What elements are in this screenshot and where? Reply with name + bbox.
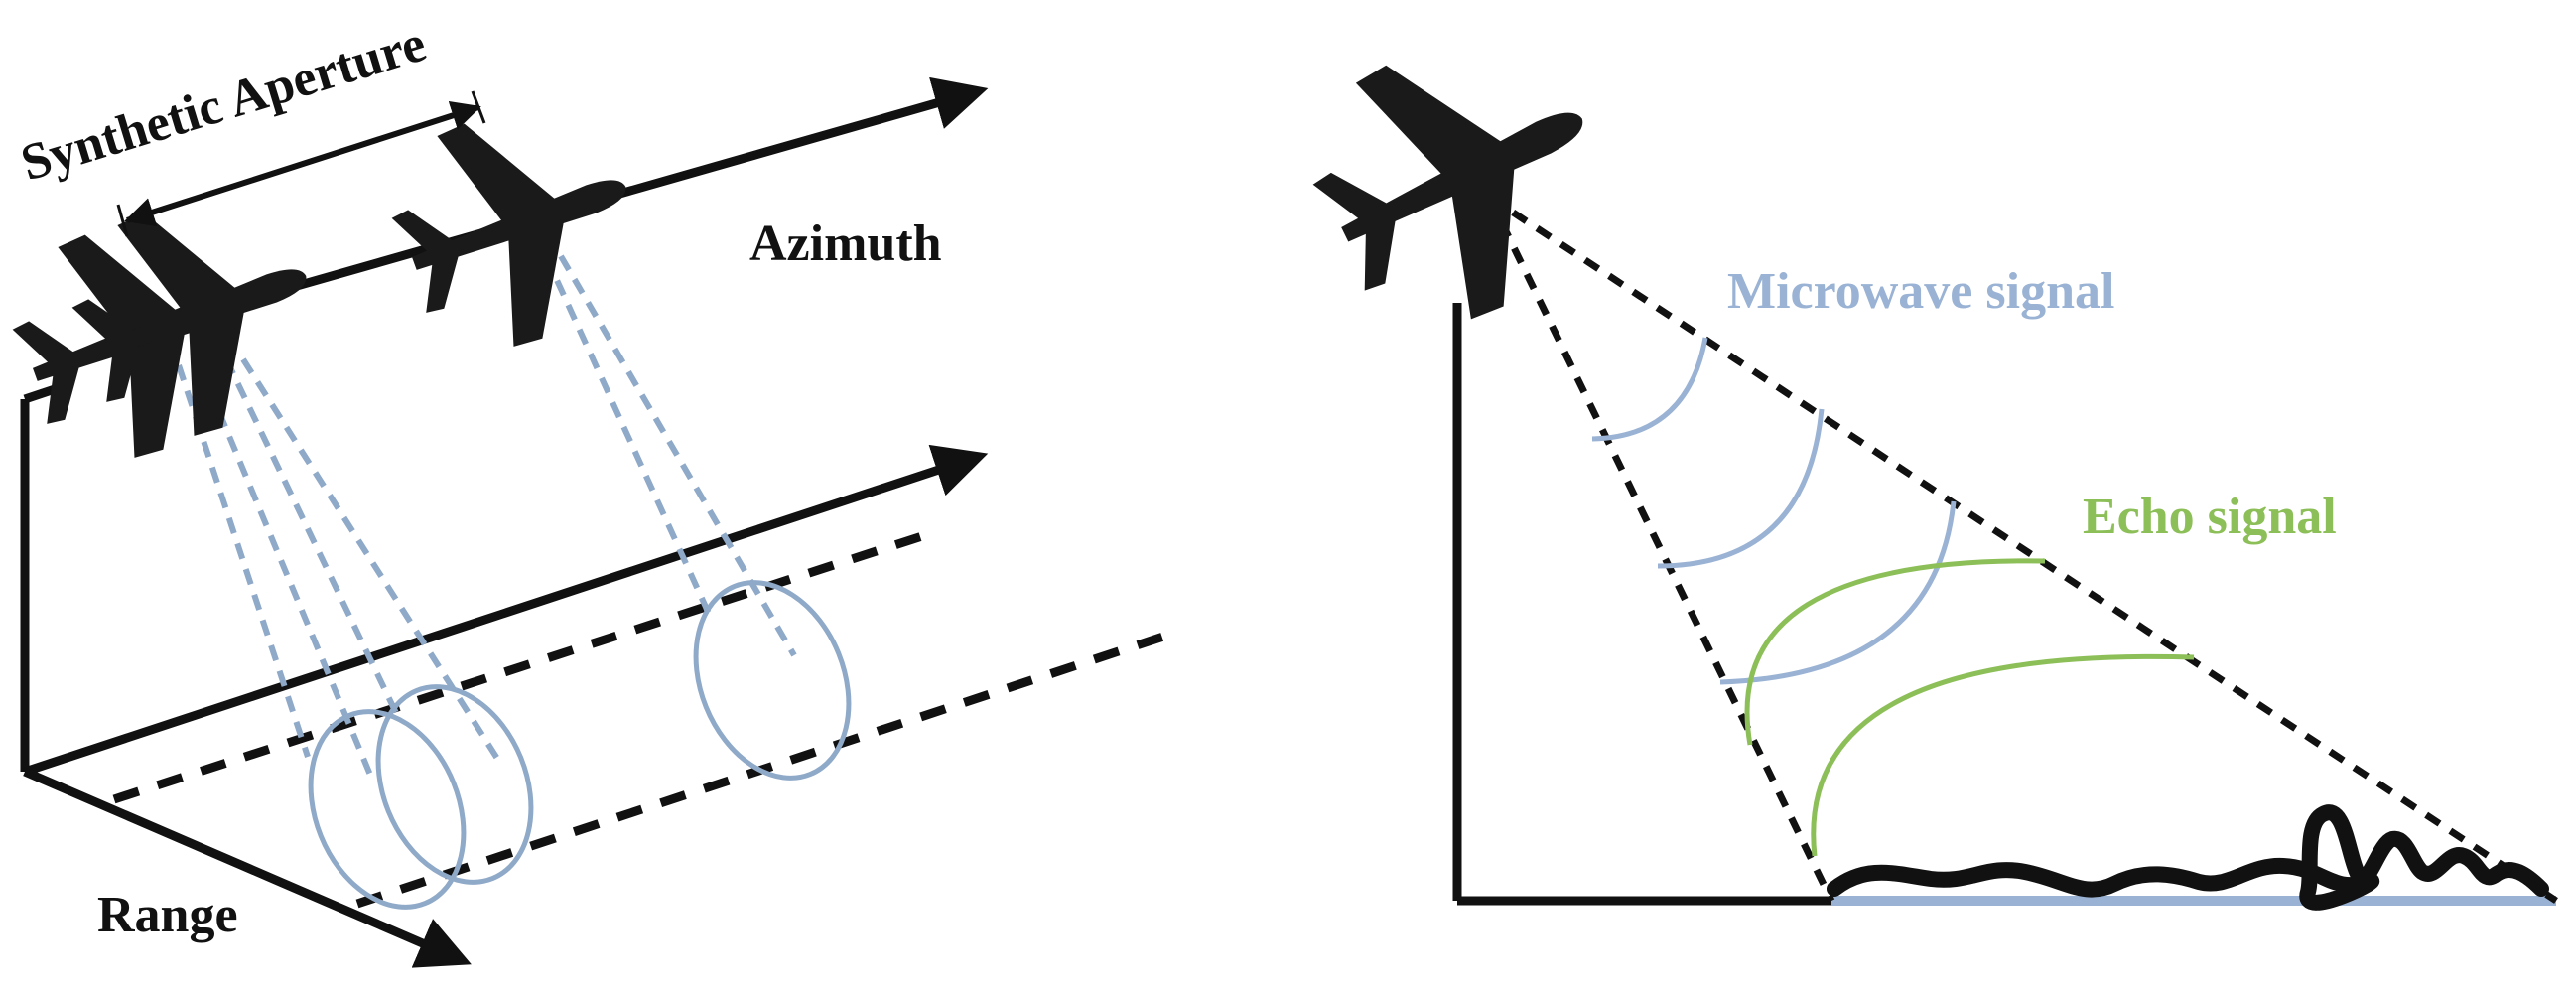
synthetic-aperture-label: Synthetic Aperture xyxy=(15,16,432,193)
range-axis xyxy=(23,767,472,968)
beam-line xyxy=(196,360,375,782)
airplane-icon xyxy=(50,168,345,463)
footprint-ellipse xyxy=(375,684,534,885)
microwave-arc xyxy=(1657,408,1825,569)
left-panel: Synthetic Aperture Azimuth Range xyxy=(0,16,1168,968)
beam-edge-near xyxy=(1485,195,1835,903)
footprint-ellipse xyxy=(693,580,852,781)
range-label: Range xyxy=(97,887,238,943)
azimuth-label: Azimuth xyxy=(749,215,942,272)
swath-near-line xyxy=(112,529,930,804)
footprint-ellipse xyxy=(308,709,467,910)
echo-arcs xyxy=(1744,558,2195,857)
aperture-tick-left xyxy=(116,204,129,237)
microwave-arc xyxy=(1591,337,1708,442)
microwave-arcs xyxy=(1591,337,1957,685)
synthetic-aperture-arrow xyxy=(124,100,481,227)
beam-line xyxy=(558,254,797,657)
beam-edge-far xyxy=(1487,194,2558,904)
footprints xyxy=(308,580,852,910)
echo-signal-label: Echo signal xyxy=(2083,489,2337,545)
right-panel: Microwave signal Echo signal xyxy=(1280,0,2558,911)
echo-arc xyxy=(1744,558,2046,746)
aperture-tick-right xyxy=(471,90,486,124)
echo-arc xyxy=(1811,653,2195,857)
beam-line xyxy=(543,254,713,618)
microwave-signal-label: Microwave signal xyxy=(1727,263,2114,320)
beam-line xyxy=(223,357,400,717)
microwave-arc xyxy=(1719,500,1957,685)
airplane-icon xyxy=(369,78,665,373)
terrain-profile xyxy=(1827,804,2549,911)
altitude-top-tick xyxy=(23,384,57,404)
ground-azimuth-axis xyxy=(23,444,989,777)
